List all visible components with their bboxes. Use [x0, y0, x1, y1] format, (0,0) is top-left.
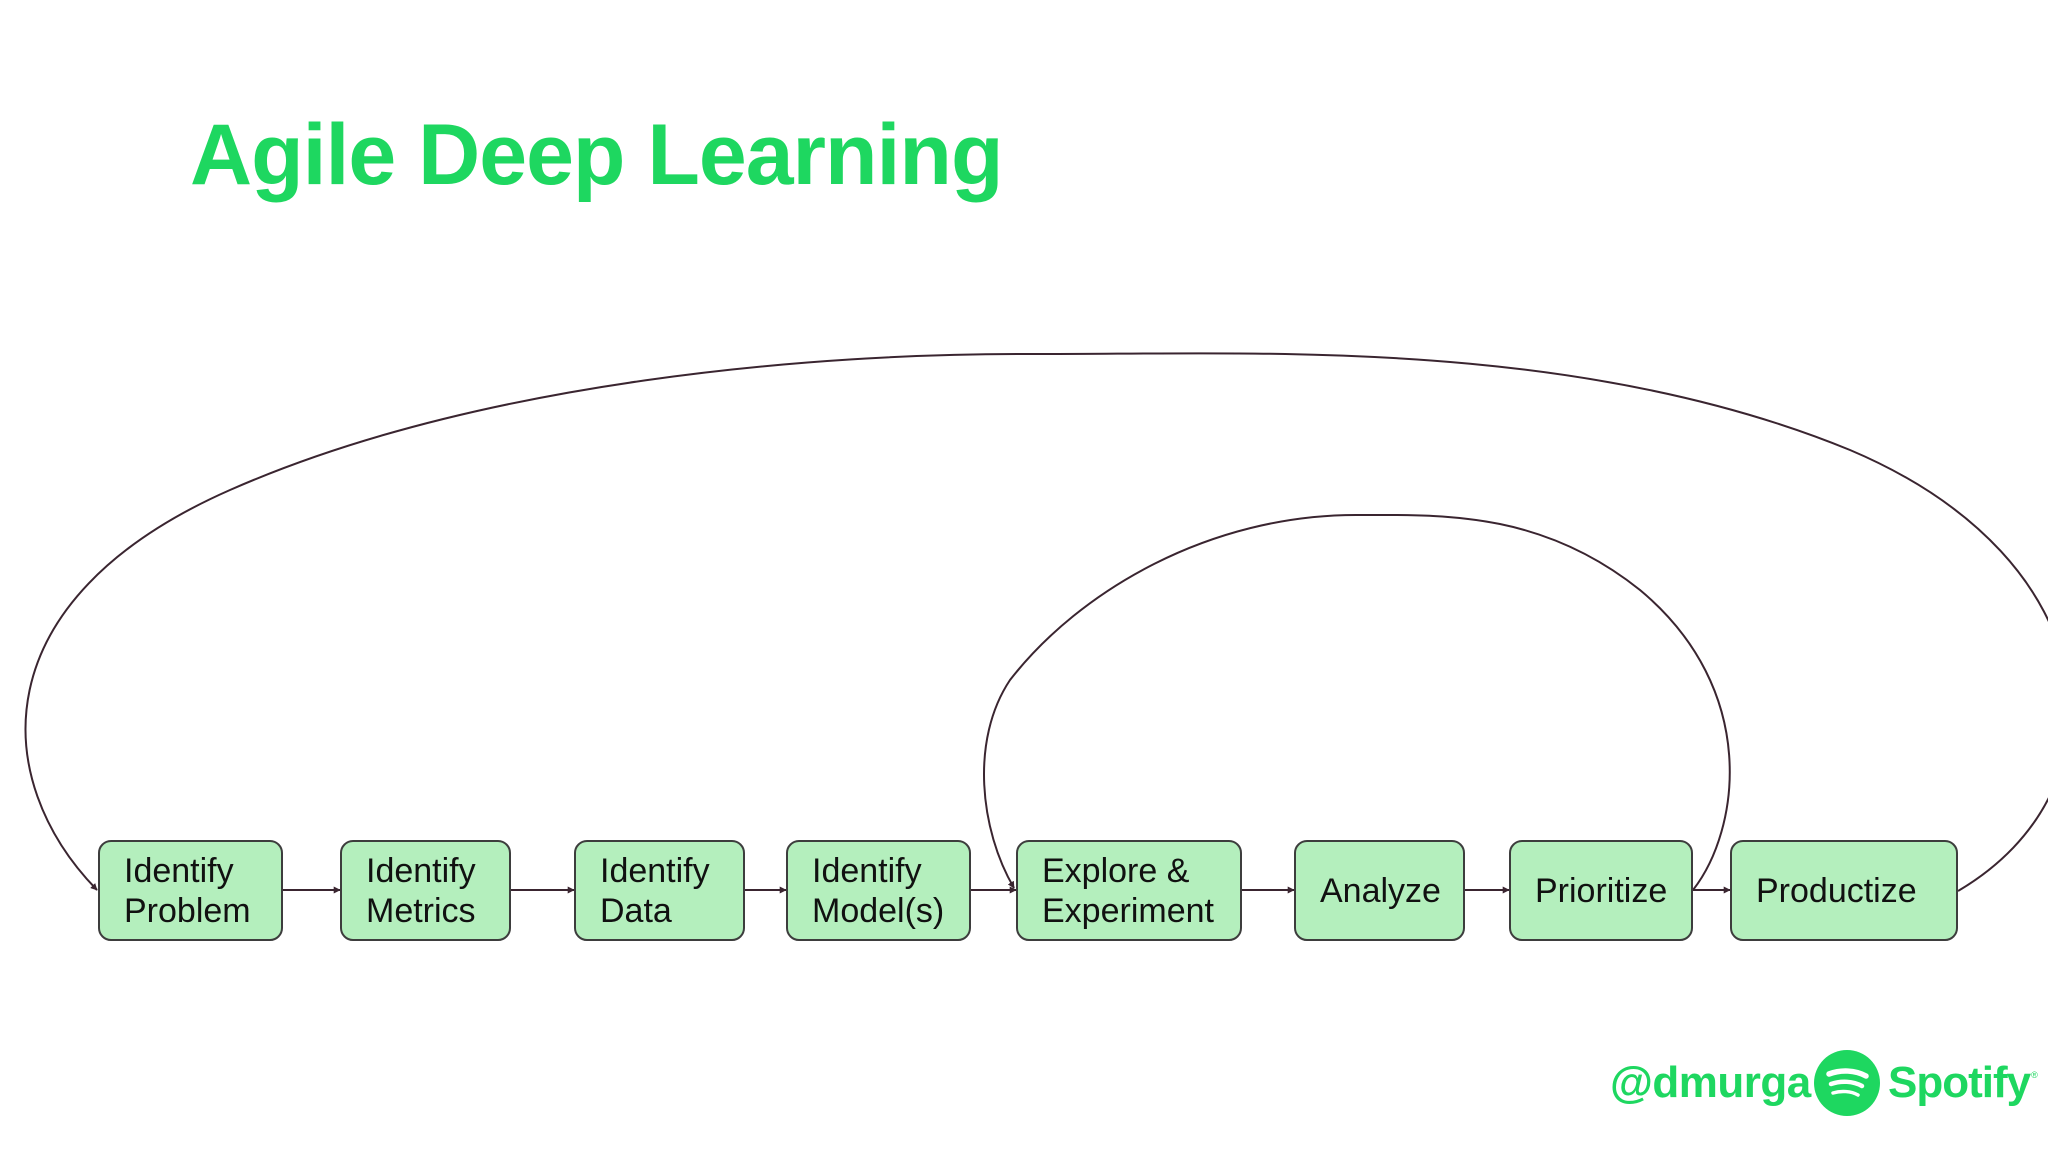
step-label: Identify Metrics: [366, 851, 476, 930]
step-productize: Productize: [1730, 840, 1958, 941]
page-title: Agile Deep Learning: [190, 107, 1003, 203]
step-label: Identify Problem: [124, 851, 251, 930]
step-label: Explore & Experiment: [1042, 851, 1214, 930]
brand-logo: Spotify ®: [1814, 1048, 2038, 1118]
footer-credit: @dmurga: [1610, 1048, 1811, 1118]
loop-prioritize-to-explore: [983, 513, 1731, 891]
step-label: Analyze: [1320, 871, 1441, 910]
step-identify-metrics: Identify Metrics: [340, 840, 511, 941]
step-label: Productize: [1756, 871, 1917, 910]
spotify-logo-icon: [1814, 1050, 1880, 1116]
step-explore-experiment: Explore & Experiment: [1016, 840, 1242, 941]
brand-name: Spotify: [1888, 1058, 2031, 1107]
step-label: Identify Model(s): [812, 851, 945, 930]
step-label: Identify Data: [600, 851, 710, 930]
feedback-loops: [24, 352, 2048, 892]
brand-registered-mark: ®: [2031, 1070, 2038, 1080]
step-label: Prioritize: [1535, 871, 1668, 910]
loop-productize-to-problem: [24, 352, 2048, 892]
step-identify-models: Identify Model(s): [786, 840, 971, 941]
step-prioritize: Prioritize: [1509, 840, 1693, 941]
step-identify-data: Identify Data: [574, 840, 745, 941]
step-analyze: Analyze: [1294, 840, 1465, 941]
step-identify-problem: Identify Problem: [98, 840, 283, 941]
author-handle: @dmurga: [1610, 1058, 1811, 1107]
